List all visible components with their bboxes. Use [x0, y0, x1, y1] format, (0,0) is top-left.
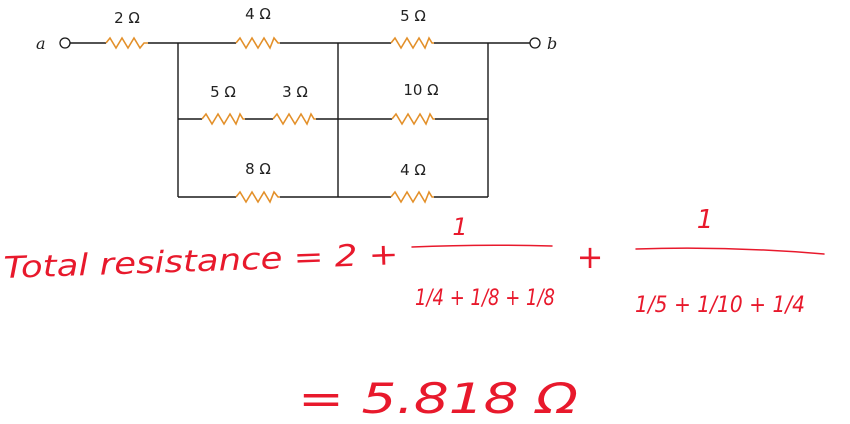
resistor-3-ohm: [272, 112, 316, 126]
wires: [70, 42, 530, 198]
handwritten-calculation: Total resistance = 2 + 1 1/4 + 1/8 + 1/8…: [3, 205, 825, 423]
label-4-ohm-top: 4 Ω: [245, 5, 271, 23]
label-5-ohm-mid: 5 Ω: [210, 83, 236, 101]
label-10-ohm: 10 Ω: [403, 81, 438, 99]
result-value: = 5.818 Ω: [298, 374, 578, 423]
resistor-8-ohm: [235, 190, 280, 204]
label-5-ohm-top: 5 Ω: [400, 7, 426, 25]
terminal-a-node: [59, 37, 71, 49]
label-2-ohm: 2 Ω: [114, 9, 140, 27]
terminal-b-label: b: [547, 34, 557, 53]
label-8-ohm: 8 Ω: [245, 160, 271, 178]
fraction-2-numerator: 1: [697, 205, 714, 235]
plus-between-fractions: +: [577, 238, 604, 276]
terminal-a-label: a: [36, 34, 46, 53]
fraction-1-numerator: 1: [452, 213, 467, 241]
resistor-4-ohm-top: [235, 36, 280, 50]
label-4-ohm-bottom: 4 Ω: [400, 161, 426, 179]
total-resistance-lead: Total resistance = 2 +: [3, 237, 399, 286]
resistor-5-ohm-mid: [201, 112, 245, 126]
terminal-b-node: [529, 37, 541, 49]
fraction-2-denominator: 1/5 + 1/10 + 1/4: [635, 293, 805, 318]
fraction-2-bar: [635, 247, 825, 255]
resistor-labels: 2 Ω 4 Ω 5 Ω 5 Ω 3 Ω 10 Ω 8 Ω 4 Ω: [114, 5, 439, 179]
resistors: [105, 36, 435, 204]
fraction-1-bar: [411, 244, 553, 248]
fraction-1-denominator: 1/4 + 1/8 + 1/8: [415, 286, 555, 311]
label-3-ohm: 3 Ω: [282, 83, 308, 101]
resistor-5-ohm-top: [390, 36, 434, 50]
resistor-10-ohm: [391, 112, 435, 126]
resistor-4-ohm-bottom: [390, 190, 434, 204]
resistor-2-ohm: [105, 36, 148, 50]
